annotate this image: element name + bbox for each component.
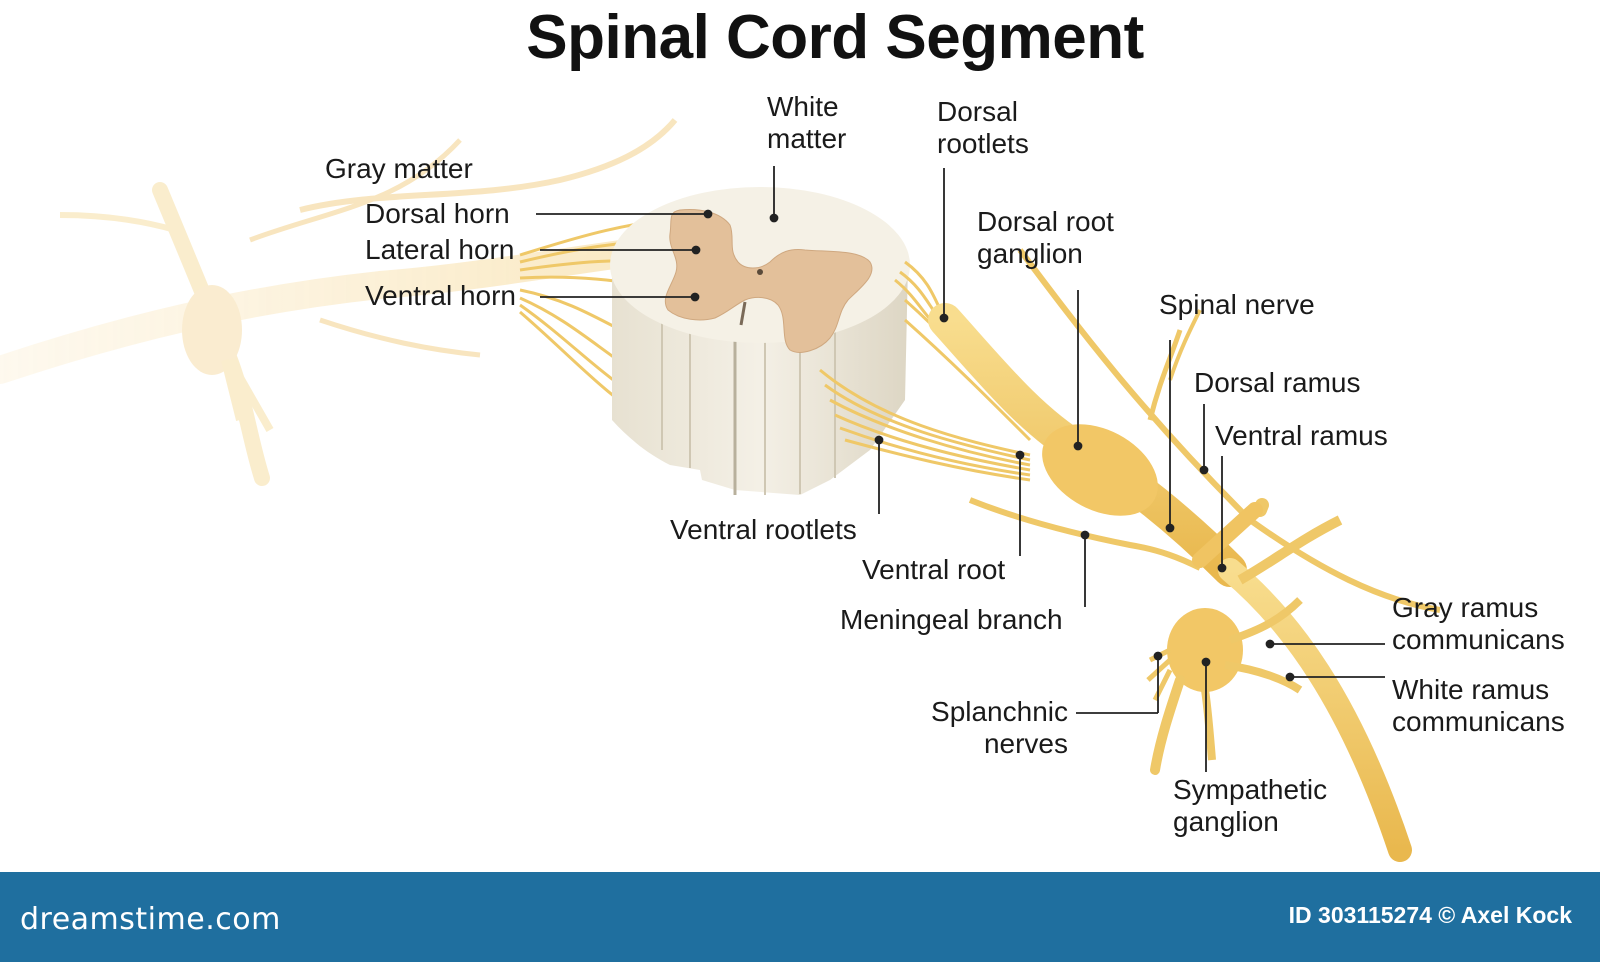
label-dorsal-root-ganglion: Dorsal root ganglion: [977, 206, 1114, 269]
label-ventral-rootlets: Ventral rootlets: [670, 514, 857, 545]
spinal-cord-illustration: [0, 118, 1441, 862]
watermark-footer: dreamstime.com ID 303115274 © Axel Kock: [0, 872, 1600, 962]
label-gray-ramus-communicans: Gray ramus communicans: [1392, 592, 1565, 655]
label-white-matter: White matter: [767, 91, 847, 154]
label-splanchnic-nerves: Splanchnic nerves: [931, 696, 1068, 759]
label-meningeal-branch: Meningeal branch: [840, 604, 1063, 635]
sympathetic-ganglion-shape: [1167, 608, 1243, 692]
left-spinal-nerve: [0, 118, 678, 486]
diagram-title: Spinal Cord Segment: [526, 3, 1144, 72]
leader-lines: [536, 166, 1385, 772]
label-white-ramus-communicans: White ramus communicans: [1392, 674, 1565, 737]
image-credit: ID 303115274 © Axel Kock: [1288, 902, 1572, 928]
brand-logo-text[interactable]: dreamstime.com: [20, 902, 281, 937]
label-ventral-root: Ventral root: [862, 554, 1006, 585]
label-dorsal-rootlets: Dorsal rootlets: [937, 96, 1029, 159]
label-ventral-horn: Ventral horn: [365, 280, 516, 311]
label-dorsal-horn: Dorsal horn: [365, 198, 510, 229]
right-nerve: [819, 248, 1441, 862]
label-sympathetic-ganglion: Sympathetic ganglion: [1173, 774, 1328, 837]
label-gray-matter: Gray matter: [325, 153, 473, 184]
dorsal-root-ganglion-shape: [1042, 424, 1158, 516]
gray-matter-shape: [664, 209, 873, 353]
label-ventral-ramus: Ventral ramus: [1215, 420, 1388, 451]
spinal-cord: [610, 187, 910, 495]
label-lateral-horn: Lateral horn: [365, 234, 515, 265]
label-spinal-nerve: Spinal nerve: [1159, 289, 1315, 320]
label-dorsal-ramus: Dorsal ramus: [1194, 367, 1361, 398]
